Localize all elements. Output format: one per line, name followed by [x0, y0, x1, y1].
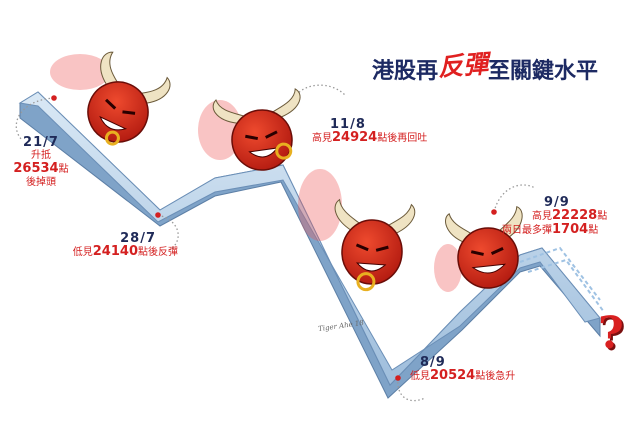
title-part1: 港股再 [372, 59, 439, 84]
annotation-text: 後掉頭 [26, 177, 56, 188]
annotation-date: 11/8 [330, 117, 366, 132]
leader-lines [15, 84, 536, 402]
annotation-text: 兩日最多彈 [502, 225, 552, 236]
bull-head-4 [445, 206, 523, 289]
annotation-date: 8/9 [420, 355, 446, 370]
bull-head-2 [212, 88, 301, 171]
annotation-value: 24924 [332, 130, 378, 145]
annotation-21-7: 21/7 升抵 26534點 後掉頭 [8, 136, 74, 189]
annotation-8-9: 8/9 低見20524點後急升 [400, 356, 550, 383]
annotation-value: 1704 [552, 222, 589, 237]
question-mark: ? [598, 308, 624, 359]
annotation-text: 高見 [312, 133, 332, 144]
annotation-text: 低見 [410, 371, 430, 382]
annotation-28-7: 28/7 低見24140點後反彈 [28, 232, 178, 259]
title-part2: 至關鍵水平 [488, 59, 599, 84]
annotation-9-9: 9/9 高見22228點 兩日最多彈1704點 [502, 196, 634, 237]
title-emphasis: 反彈 [437, 49, 490, 82]
annotation-unit: 點 [58, 164, 69, 175]
annotation-text: 升抵 [31, 150, 51, 161]
annotation-date: 28/7 [120, 231, 156, 246]
annotation-value: 24140 [92, 244, 138, 259]
annotation-11-8: 11/8 高見24924點後再回吐 [312, 118, 462, 145]
trend-band-top [18, 91, 601, 386]
bull-head-1 [87, 51, 171, 146]
annotation-date: 21/7 [23, 135, 59, 150]
annotation-value: 22228 [552, 208, 598, 223]
annotation-text: 點後急升 [475, 371, 516, 382]
annotation-text: 低見 [72, 247, 93, 258]
annotation-text: 點 [588, 225, 599, 236]
annotation-text: 點 [597, 211, 608, 222]
annotation-value: 20524 [430, 368, 476, 383]
annotation-text: 點後反彈 [138, 247, 178, 258]
annotation-text: 高見 [532, 211, 552, 222]
annotation-value: 26534 [13, 161, 59, 176]
forecast-dashes [519, 246, 605, 313]
bull-head-3 [334, 198, 416, 292]
annotation-text: 點後再回吐 [377, 133, 428, 144]
annotation-date: 9/9 [544, 195, 570, 210]
page-title: 港股再反彈至關鍵水平 [372, 49, 599, 86]
